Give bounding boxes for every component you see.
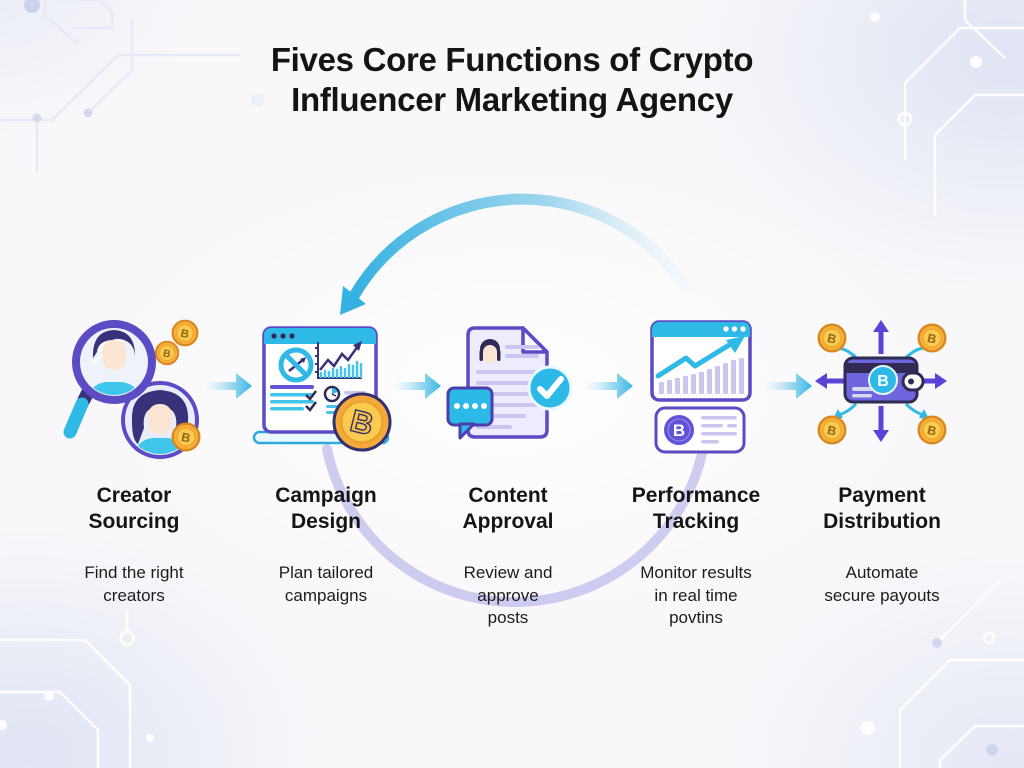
magnifier-creators-icon xyxy=(63,319,201,459)
bitcoin-coin-icon xyxy=(171,319,199,347)
creator-avatar-male xyxy=(88,330,140,395)
growth-chart-icon xyxy=(315,341,363,379)
window-dots-icon xyxy=(271,333,295,339)
document-avatar xyxy=(479,339,501,363)
approval-check-icon xyxy=(527,365,573,411)
check-icon xyxy=(305,390,317,401)
comment-bubble-icon xyxy=(446,386,494,440)
circuit-decoration-bottom-left xyxy=(0,610,154,768)
step-desc-campaign-design: Plan tailored campaigns xyxy=(278,563,374,605)
no-spam-icon xyxy=(278,347,314,383)
window-dots-icon xyxy=(723,326,746,332)
cycle-arc xyxy=(322,193,708,608)
svg-text:B: B xyxy=(673,421,685,440)
step-title-content-approval: Content Approval xyxy=(462,484,554,534)
bar-chart-bars xyxy=(659,358,744,394)
step-desc-performance-tracking: Monitor results in real time povtins xyxy=(640,563,752,628)
bitcoin-coin-icon: B xyxy=(332,392,392,452)
clock-icon xyxy=(323,385,341,403)
check-icon xyxy=(305,401,317,412)
bitcoin-coin-icon xyxy=(817,415,847,445)
step-title-performance-tracking: Performance Tracking xyxy=(631,484,761,534)
cycle-arrowhead-icon xyxy=(340,286,366,315)
window-titlebar xyxy=(652,322,750,337)
magnifier-glass xyxy=(63,320,156,439)
circuit-decoration-bottom-right xyxy=(861,579,1024,768)
card-text-lines xyxy=(701,416,737,444)
campaign-dashboard-icon: B xyxy=(252,326,392,452)
page-title: Fives Core Functions of Crypto Influence… xyxy=(270,41,754,119)
bitcoin-coin-icon xyxy=(917,323,947,353)
wallet-payout-icon: B xyxy=(815,320,947,445)
cycle-arc-bottom xyxy=(322,444,708,608)
trend-line-icon xyxy=(655,336,745,379)
step-desc-content-approval: Review and approve posts xyxy=(463,563,553,628)
bitcoin-coin-icon xyxy=(154,340,180,366)
cycle-arc-top xyxy=(349,193,693,299)
dashboard-text-lines xyxy=(270,385,366,414)
bitcoin-coin-icon xyxy=(171,422,201,452)
bitcoin-summary-card: B xyxy=(654,406,746,454)
step-title-creator-sourcing: Creator Sourcing xyxy=(88,484,180,534)
step-desc-payment-distribution: Automate secure payouts xyxy=(824,563,940,605)
bitcoin-coin-icon xyxy=(817,323,847,353)
distribution-arrows-icon xyxy=(815,320,947,442)
svg-text:B: B xyxy=(877,373,889,390)
bitcoin-badge-icon xyxy=(868,365,898,395)
crypto-wallet: B xyxy=(843,356,925,404)
approved-document-icon xyxy=(446,326,573,440)
bitcoin-coin-icon xyxy=(917,415,947,445)
analytics-window-icon: B xyxy=(650,320,752,454)
step-title-campaign-design: Campaign Design xyxy=(275,484,377,534)
magnifier-handle xyxy=(63,397,89,439)
step-desc-creator-sourcing: Find the right creators xyxy=(84,563,184,605)
circuit-decoration-top-right xyxy=(870,0,1024,215)
step-title-payment-distribution: Payment Distribution xyxy=(823,484,941,534)
circuit-decoration-top-left xyxy=(0,0,265,172)
window-titlebar xyxy=(264,328,376,344)
